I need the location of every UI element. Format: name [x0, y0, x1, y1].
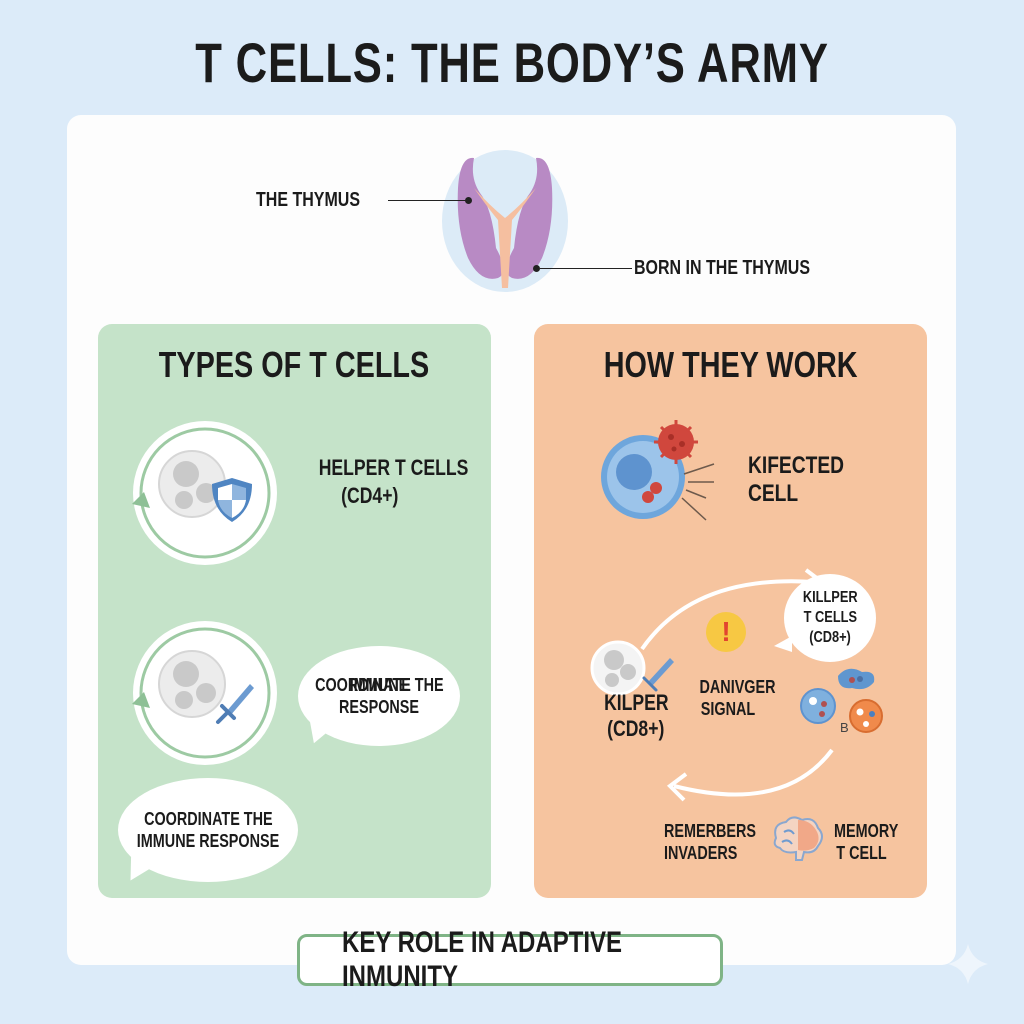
infected-cell-label: KIFECTED CELL [748, 452, 868, 508]
sparkle-icon [948, 944, 988, 984]
memory-left-line2: INVADERS [664, 843, 738, 863]
infected-line2: CELL [748, 480, 799, 507]
helper-cell-illustration [130, 418, 280, 568]
shield-icon [212, 478, 252, 522]
sword-icon [216, 684, 254, 724]
infected-line1: KIFECTED [748, 452, 844, 479]
thymus-pointer-right-dot [533, 265, 540, 272]
exclamation-icon: ! [706, 612, 746, 652]
infected-cell-illustration [598, 412, 728, 532]
killer-cell-line1: KILPER [604, 690, 669, 715]
work-panel-title-text: HOW THEY WORK [603, 344, 858, 385]
bubble-right-line2: IMMUNE RESPONSE [338, 675, 420, 717]
brain-icon [770, 814, 826, 864]
killer-t-cells-bubble: KILLPER T CELLS (CD8+) [784, 574, 876, 662]
cycle-arrow-icon [132, 692, 150, 708]
thymus-label: THE THYMUS [256, 189, 386, 212]
thymus-illustration [440, 148, 570, 294]
bubble-bottom-line2: IMMUNE RESPONSE [136, 831, 280, 851]
types-panel-title-text: TYPES OF T CELLS [159, 344, 430, 385]
bubble-right-line1: COORDINATE THE [314, 675, 444, 695]
virus-icon [654, 420, 698, 464]
helper-label-line2: (CD4+) [341, 483, 399, 508]
killer-cell-icon [590, 640, 680, 710]
thymus-pointer-right [540, 268, 632, 269]
memory-left-line1: REMERBERS [664, 821, 757, 841]
killer-bubble-line2: T CELLS [803, 609, 857, 626]
cluster-label: B [840, 720, 849, 735]
memory-t-cell-label: MEMORY T CELL [826, 820, 899, 864]
key-role-text: KEY ROLE IN ADAPTIVE INMUNITY [342, 926, 623, 993]
types-panel: TYPES OF T CELLS HELPER T CELLS (CD4+) [98, 324, 491, 898]
key-role-banner: KEY ROLE IN ADAPTIVE INMUNITY [297, 926, 723, 993]
cycle-arrow-icon [132, 492, 150, 508]
killer-bubble-line1: KILLPER [802, 589, 858, 606]
killer-bubble-line3: (CD8+) [809, 629, 851, 646]
killer-cell-line2: (CD8+) [607, 716, 665, 741]
danger-line2: SIGNAL [700, 699, 756, 719]
work-panel-title: HOW THEY WORK [534, 344, 927, 386]
remembers-invaders-label: REMERBERS INVADERS [664, 820, 779, 864]
exclamation-glyph: ! [721, 616, 731, 647]
thymus-label-text: THE THYMUS [256, 189, 360, 211]
immune-cells-cluster [796, 664, 896, 754]
killer-cd8-label: KILPER (CD8+) [596, 690, 676, 742]
types-panel-title: TYPES OF T CELLS [98, 344, 491, 386]
memory-right-line1: MEMORY [834, 821, 899, 841]
born-label-text: BORN IN THE THYMUS [634, 257, 810, 279]
killer-bubble-tail [774, 636, 792, 652]
page-title: T CELLS: THE BODY’S ARMY [195, 31, 829, 94]
memory-right-line2: T CELL [835, 843, 887, 863]
thymus-pointer-left [388, 200, 468, 201]
helper-label-line1: HELPER T CELLS [318, 455, 469, 480]
danger-line1: DANIVGER [699, 677, 776, 697]
bubble-bottom-line1: COORDINATE THE [143, 809, 273, 829]
how-they-work-panel: HOW THEY WORK K [534, 324, 927, 898]
arrow-left-icon [666, 772, 688, 802]
thymus-pointer-left-dot [465, 197, 472, 204]
born-label: BORN IN THE THYMUS [634, 257, 854, 280]
sword-icon [642, 658, 674, 692]
danger-signal-label: DANIVGER SIGNAL [690, 676, 776, 720]
thymus-organ-icon [442, 150, 568, 292]
helper-label: HELPER T CELLS (CD4+) [300, 454, 469, 510]
killer-cell-illustration [130, 618, 280, 768]
